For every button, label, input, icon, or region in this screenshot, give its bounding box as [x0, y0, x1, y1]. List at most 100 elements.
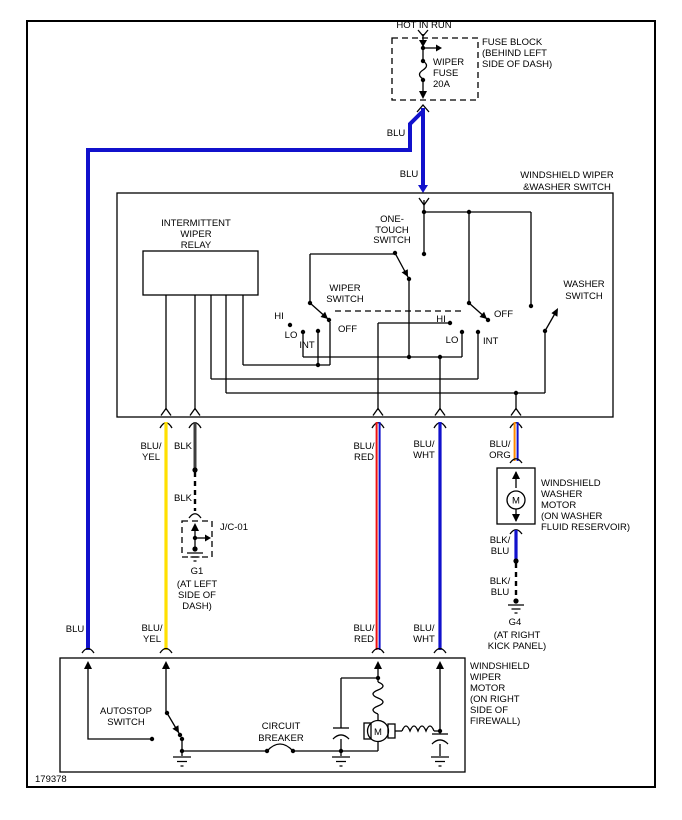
wiper-switch-right: HI LO INT OFF — [436, 300, 513, 347]
washer-switch-label: WASHER — [563, 279, 604, 290]
one-touch-label: ONE- — [380, 214, 404, 225]
svg-text:TOUCH: TOUCH — [375, 225, 409, 236]
contact-lo — [300, 329, 306, 335]
svg-text:MOTOR: MOTOR — [541, 500, 576, 511]
one-touch-switch: ONE- TOUCH SWITCH — [373, 214, 427, 282]
switch-assembly-box — [116, 192, 614, 418]
wiper-motor-assembly: AUTOSTOP SWITCH CIRCUIT BREAKER — [59, 647, 530, 773]
position-lo: LO — [446, 335, 459, 346]
svg-text:SIDE OF: SIDE OF — [178, 590, 216, 601]
svg-text:RED: RED — [354, 634, 374, 645]
svg-text:YEL: YEL — [142, 452, 160, 463]
hot-in-run-label: HOT IN RUN — [396, 20, 451, 31]
breaker-symbol — [266, 743, 294, 752]
fuse-name: WIPER — [433, 57, 464, 68]
wire-label-blu-yel: BLU/ — [141, 623, 162, 634]
svg-text:FUSE: FUSE — [433, 68, 458, 79]
arrow-down — [418, 185, 428, 193]
wiper-washer-switch-assembly: WINDSHIELD WIPER &WASHER SWITCH INTERMIT… — [116, 170, 614, 429]
svg-text:BREAKER: BREAKER — [258, 733, 304, 744]
washer-motor-circuit: M WINDSHIELD WASHER MOTOR (ON WASHER FLU… — [488, 458, 630, 652]
fuse-rating: 20A — [433, 79, 451, 90]
wiper-motor-label: WINDSHIELD — [470, 661, 530, 672]
svg-text:WHT: WHT — [413, 450, 435, 461]
svg-text:WIPER: WIPER — [180, 229, 211, 240]
connector-arc — [509, 529, 523, 535]
wire-label-blu-org: BLU/ — [489, 439, 510, 450]
capacitor-plate-curved — [332, 734, 350, 740]
wire-label-blk-blu: BLK/ — [490, 535, 511, 546]
wire-label-blk: BLK — [174, 493, 193, 504]
wire-label-blu-yel: BLU/ — [140, 441, 161, 452]
blu-wire-branch-left — [86, 110, 424, 650]
winding-coil-vertical — [372, 681, 384, 715]
arrow-up — [191, 523, 199, 531]
wire-label-blk: BLK — [174, 441, 193, 452]
washer-motor-label: WINDSHIELD — [541, 478, 601, 489]
wire-label-blu-red: BLU/ — [353, 623, 374, 634]
arrow-right — [436, 44, 442, 52]
svg-text:SWITCH: SWITCH — [565, 291, 603, 302]
svg-text:WHT: WHT — [413, 634, 435, 645]
contact-int — [475, 329, 481, 335]
figure-id: 179378 — [35, 774, 67, 785]
ground-symbol — [508, 604, 524, 614]
ground-g4-label: G4 — [509, 617, 522, 628]
position-off: OFF — [494, 309, 513, 320]
connector-arc — [188, 513, 202, 519]
capacitor-plate-curved — [431, 739, 449, 745]
junction-dots — [315, 209, 519, 396]
switch-assembly-title: WINDSHIELD WIPER — [520, 170, 614, 181]
relay-label: INTERMITTENT — [161, 218, 231, 229]
ground-symbol — [332, 756, 350, 767]
position-hi: HI — [436, 314, 446, 325]
wire-label-blk-blu: BLK/ — [490, 576, 511, 587]
autostop-label: AUTOSTOP — [100, 706, 152, 717]
wire-label-blu-wht: BLU/ — [413, 623, 434, 634]
arrow-down — [512, 514, 520, 522]
svg-text:ORG: ORG — [489, 450, 511, 461]
svg-text:BLU: BLU — [491, 546, 510, 557]
svg-text:(ON WASHER: (ON WASHER — [541, 511, 603, 522]
washer-motor-box — [496, 467, 536, 525]
position-int: INT — [299, 340, 315, 351]
fuse-element — [418, 60, 428, 80]
fuse-block-box — [391, 37, 479, 101]
autostop-switch: AUTOSTOP SWITCH — [87, 668, 191, 767]
arrow-down — [419, 91, 427, 99]
fuse-block-location: FUSE BLOCK — [482, 37, 543, 48]
contact-lo — [459, 329, 465, 335]
ground-g1-location: (AT LEFT — [177, 579, 217, 590]
motor-brush — [363, 722, 372, 740]
arrow-down — [419, 40, 427, 47]
svg-text:KICK PANEL): KICK PANEL) — [488, 641, 546, 652]
intermittent-wiper-relay-box — [142, 250, 259, 296]
circuit-breaker-label: CIRCUIT — [262, 721, 301, 732]
page-border — [26, 20, 656, 788]
svg-text:RED: RED — [354, 452, 374, 463]
jc01-label: J/C-01 — [220, 522, 248, 533]
fuse-block: HOT IN RUN WIPER FUSE 20A FUSE BLOCK (BE… — [391, 20, 552, 101]
circuit-breaker: CIRCUIT BREAKER — [182, 721, 378, 754]
position-off: OFF — [338, 324, 357, 335]
wiper-motor-box — [59, 657, 466, 773]
motor-m: M — [512, 496, 520, 507]
ground-symbol — [431, 756, 449, 767]
svg-text:FIREWALL): FIREWALL) — [470, 716, 520, 727]
svg-text:SWITCH: SWITCH — [107, 717, 145, 728]
harness-wires: BLU/ YEL BLK BLU/ RED BLU/ WHT BLU/ ORG … — [140, 422, 519, 650]
wire-label-blu: BLU — [387, 128, 406, 139]
svg-text:WASHER: WASHER — [541, 489, 582, 500]
capacitor-right — [431, 668, 449, 767]
contact-hi — [287, 322, 293, 328]
wiper-motor-symbol: M — [341, 668, 443, 751]
winding-coil-horizontal — [401, 725, 435, 733]
svg-text:(BEHIND LEFT: (BEHIND LEFT — [482, 48, 547, 59]
switch-box-wiring — [165, 200, 546, 410]
wiper-switch-label: WIPER — [329, 283, 360, 294]
contact-hi — [447, 320, 453, 326]
svg-text:YEL: YEL — [143, 634, 161, 645]
svg-text:&WASHER SWITCH: &WASHER SWITCH — [523, 182, 611, 193]
jc01-ground-g1: BLK J/C-01 G1 (AT LEFT SIDE OF DASH) — [174, 493, 248, 612]
